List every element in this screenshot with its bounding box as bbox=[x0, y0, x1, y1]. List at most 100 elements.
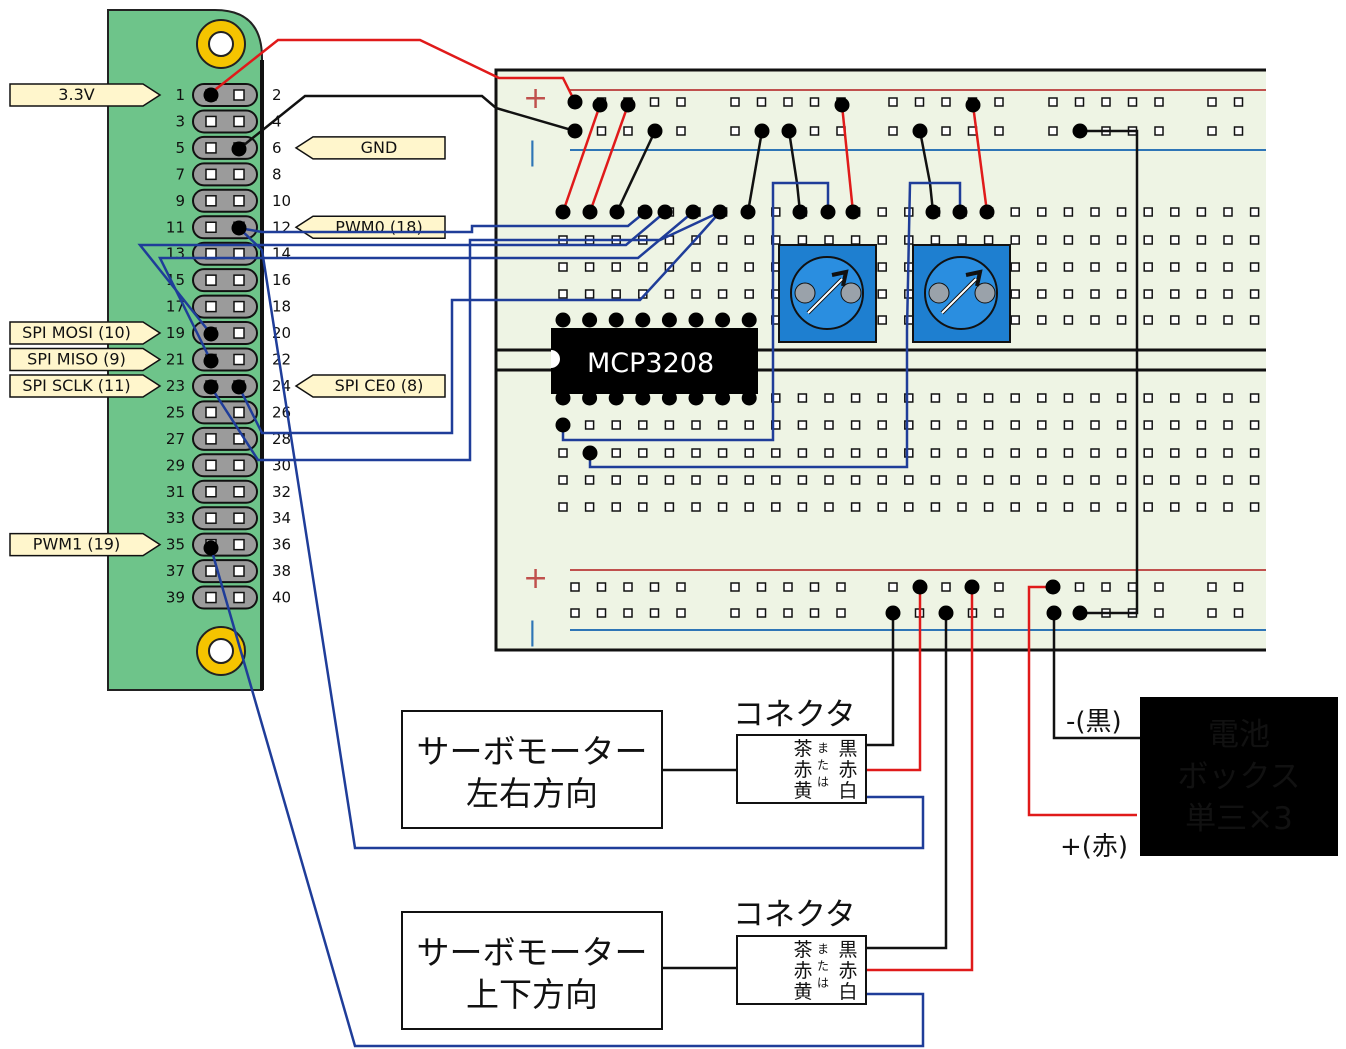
gpio-row bbox=[192, 294, 258, 319]
breadboard-hole bbox=[904, 475, 914, 485]
chip-pin bbox=[635, 390, 651, 406]
breadboard-hole bbox=[664, 475, 675, 485]
breadboard-hole bbox=[809, 608, 820, 618]
breadboard-hole bbox=[904, 420, 914, 430]
pin-tag-left bbox=[9, 321, 162, 345]
wire-dot bbox=[555, 204, 571, 220]
breadboard-hole bbox=[584, 420, 595, 430]
breadboard-hole bbox=[623, 126, 633, 136]
breadboard-hole bbox=[1010, 262, 1020, 272]
breadboard-hole bbox=[676, 126, 686, 136]
chip-pin bbox=[608, 390, 624, 406]
breadboard-hole bbox=[797, 475, 808, 485]
gpio-row bbox=[192, 373, 258, 398]
chip-pin bbox=[688, 390, 704, 406]
wire-dot bbox=[203, 540, 219, 556]
wire-dot bbox=[1046, 605, 1062, 621]
gpio-pin-number-odd: 39 bbox=[166, 589, 185, 607]
breadboard-hole bbox=[1090, 448, 1100, 458]
breadboard-hole bbox=[1063, 420, 1074, 430]
breadboard-hole bbox=[771, 502, 781, 512]
chip-pin bbox=[741, 312, 757, 328]
breadboard-hole bbox=[1063, 207, 1074, 217]
wire-color-right: 赤 bbox=[838, 759, 857, 781]
breadboard-hole bbox=[783, 608, 793, 618]
breadboard-hole bbox=[904, 448, 914, 458]
gpio-row bbox=[192, 532, 258, 557]
breadboard-hole bbox=[611, 448, 621, 458]
breadboard-hole bbox=[1116, 289, 1127, 299]
gpio-pin-number-odd: 37 bbox=[166, 562, 185, 580]
wire-dot bbox=[1072, 605, 1088, 621]
gpio-row bbox=[192, 347, 258, 372]
breadboard-hole bbox=[744, 475, 754, 485]
breadboard-hole bbox=[1170, 207, 1180, 217]
breadboard-hole bbox=[877, 420, 887, 430]
breadboard-hole bbox=[717, 262, 728, 272]
breadboard-hole bbox=[1101, 97, 1111, 107]
wire-dot bbox=[885, 605, 901, 621]
gpio-pin-number-even: 12 bbox=[272, 218, 291, 236]
breadboard-hole bbox=[850, 420, 861, 430]
breadboard-hole bbox=[930, 420, 941, 430]
connector-title-1: コネクタ bbox=[733, 697, 856, 733]
breadboard-hole bbox=[888, 582, 898, 592]
gpio-pin-number-odd: 5 bbox=[175, 139, 185, 157]
servo-box-vertical bbox=[401, 911, 663, 1030]
breadboard-hole bbox=[1063, 235, 1074, 245]
breadboard-hole bbox=[824, 448, 834, 458]
breadboard-hole bbox=[904, 502, 914, 512]
breadboard-hole bbox=[957, 475, 967, 485]
gpio-pin bbox=[205, 115, 217, 128]
pin-tag-left-label: SPI MOSI (10) bbox=[22, 323, 131, 342]
breadboard-hole bbox=[1207, 582, 1217, 592]
breadboard-hole bbox=[1249, 289, 1260, 299]
breadboard-hole bbox=[1143, 289, 1153, 299]
gpio-pin-number-even: 14 bbox=[272, 245, 291, 263]
breadboard-hole bbox=[1143, 315, 1153, 325]
breadboard-hole bbox=[1037, 502, 1047, 512]
gpio-pin-number-even: 16 bbox=[272, 271, 291, 289]
servo-horizontal-title: サーボモーター bbox=[417, 732, 648, 771]
top-minus-sign: | bbox=[528, 137, 537, 167]
potentiometer-right bbox=[912, 244, 1011, 343]
breadboard-hole bbox=[744, 289, 754, 299]
battery-line2: ボックス bbox=[1177, 759, 1300, 795]
breadboard-hole bbox=[1010, 289, 1020, 299]
breadboard-hole bbox=[611, 420, 621, 430]
breadboard-hole bbox=[676, 608, 686, 618]
chip-pin bbox=[741, 390, 757, 406]
breadboard-hole bbox=[994, 97, 1004, 107]
breadboard-hole bbox=[1249, 207, 1260, 217]
breadboard-hole bbox=[744, 420, 754, 430]
breadboard-hole bbox=[664, 448, 675, 458]
wire-color-left: 黄 bbox=[793, 780, 812, 802]
bottom-minus-sign: | bbox=[528, 617, 537, 647]
breadboard-hole bbox=[941, 126, 951, 136]
breadboard-hole bbox=[1063, 315, 1074, 325]
breadboard-hole bbox=[1223, 475, 1233, 485]
gpio-pin bbox=[205, 565, 217, 577]
gpio-pin-number-odd: 17 bbox=[166, 298, 185, 316]
breadboard-hole bbox=[994, 126, 1004, 136]
breadboard-hole bbox=[1063, 448, 1074, 458]
gpio-pin-number-odd: 9 bbox=[175, 192, 185, 210]
pin-tag-left-label: SPI SCLK (11) bbox=[22, 376, 130, 395]
breadboard-hole bbox=[1196, 315, 1207, 325]
breadboard-hole bbox=[877, 393, 887, 403]
wire-dot bbox=[555, 417, 571, 433]
breadboard-hole bbox=[1063, 502, 1074, 512]
breadboard-hole bbox=[771, 475, 781, 485]
breadboard-hole bbox=[1010, 420, 1020, 430]
breadboard-hole bbox=[1127, 582, 1138, 592]
breadboard-hole bbox=[730, 582, 740, 592]
breadboard-hole bbox=[1249, 262, 1260, 272]
breadboard-hole bbox=[1207, 97, 1217, 107]
breadboard-hole bbox=[1249, 448, 1260, 458]
breadboard-hole bbox=[1090, 393, 1100, 403]
gpio-pin bbox=[205, 433, 217, 445]
battery-line1: 電池 bbox=[1208, 717, 1270, 753]
breadboard-hole bbox=[744, 262, 754, 272]
breadboard-hole bbox=[1090, 207, 1100, 217]
gpio-pin-number-odd: 25 bbox=[166, 403, 185, 421]
